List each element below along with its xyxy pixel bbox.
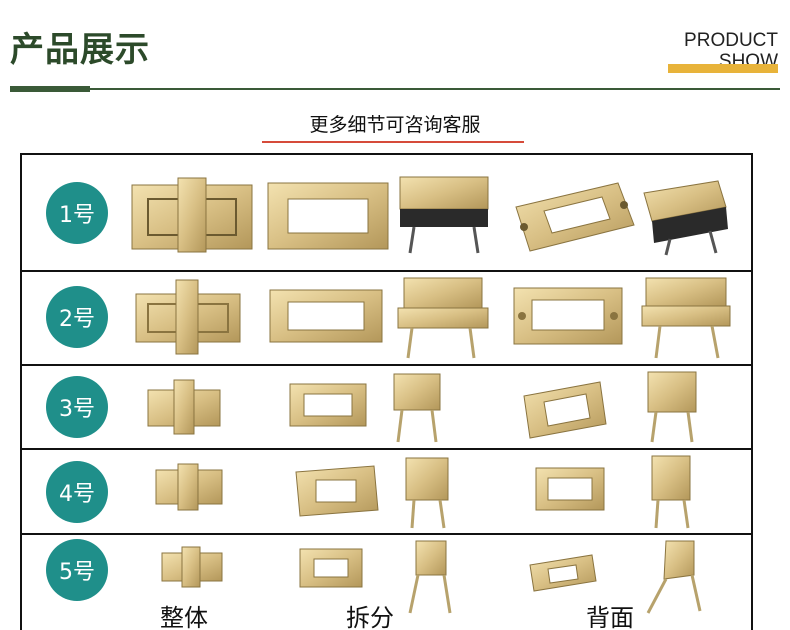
size-badge: 5号 [46,539,108,601]
clasp-image [393,373,441,443]
size-badge: 3号 [46,376,108,438]
table-row: 3号 [22,366,751,450]
back-clasp-image [643,180,728,256]
table-row: 2号 [22,272,751,366]
clasp-image [408,540,452,614]
back-clasp-image [641,277,731,359]
header-rule [10,88,780,90]
frame-image [289,383,367,427]
subtitle: 更多细节可咨询客服 [309,114,481,136]
column-label-disassembled: 拆分 [346,604,394,630]
table-row: 5号 [22,535,751,630]
column-label-back: 背面 [586,604,634,630]
header-rule-accent [10,86,90,92]
whole-lock-image [131,177,253,253]
whole-lock-image [155,463,223,511]
back-clasp-image [646,540,702,614]
size-badge: 4号 [46,461,108,523]
table-row: 4号 [22,450,751,535]
back-frame-image [535,467,605,511]
frame-image [299,548,363,588]
frame-image [267,182,389,250]
whole-lock-image [147,379,221,435]
page-title: 产品展示 [10,30,150,70]
size-badge: 2号 [46,286,108,348]
back-frame-image [529,554,597,592]
size-badge: 1号 [46,182,108,244]
back-clasp-image [647,371,697,443]
clasp-image [397,277,489,359]
product-table: 1号 2号 [20,153,753,630]
back-clasp-image [651,455,691,529]
back-frame-image [523,381,607,439]
clasp-image [399,176,489,254]
table-row: 1号 [22,155,751,272]
whole-lock-image [135,279,241,355]
subtitle-underline [262,141,524,143]
accent-bar [668,64,778,73]
column-label-whole: 整体 [160,604,208,630]
english-line-1: PRODUCT [684,30,778,51]
whole-lock-image [161,546,223,588]
back-frame-image [513,287,623,345]
frame-image [269,289,383,343]
back-frame-image [515,182,635,252]
frame-image [295,465,379,517]
clasp-image [405,457,449,529]
